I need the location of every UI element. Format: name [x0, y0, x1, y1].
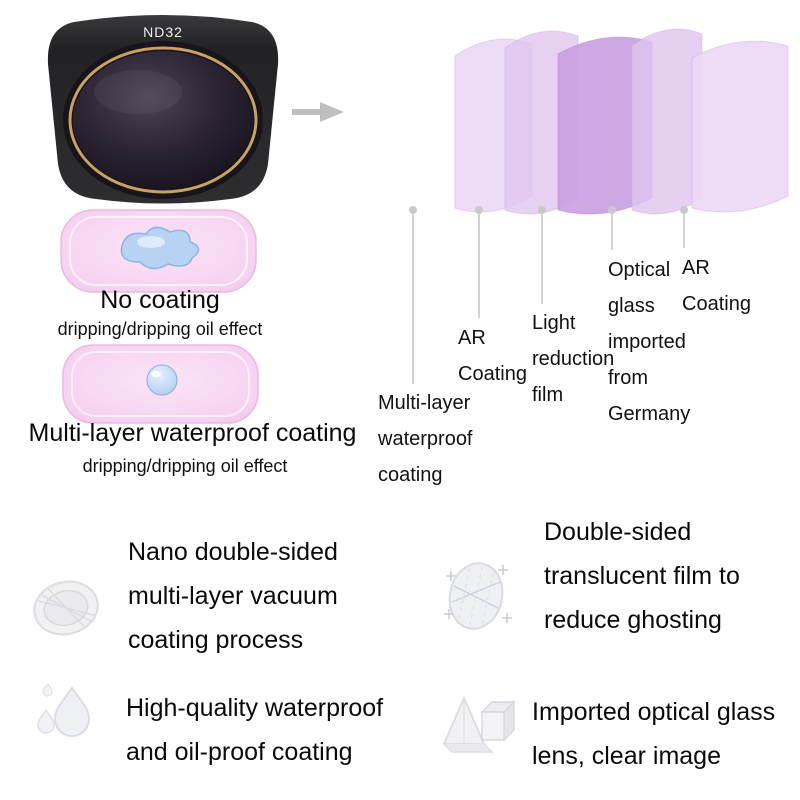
nd-filter-photo: ND32	[47, 15, 279, 204]
leader-dot	[475, 206, 483, 214]
leader-line	[409, 206, 417, 384]
gold-ring	[68, 46, 258, 194]
coating-subtitle-coated: dripping/dripping oil effect	[82, 456, 288, 476]
leader-line	[680, 206, 688, 248]
water-droplet	[146, 364, 178, 396]
layer-label-waterproof-coating: Multi-layer waterproof coating	[378, 392, 473, 486]
coating-subtitle-uncoated: dripping/dripping oil effect	[57, 319, 263, 339]
leader-dot	[409, 206, 417, 214]
layer-sheet-ar-rear	[691, 40, 789, 213]
nd-filter-label: ND32	[143, 24, 183, 40]
coating-title-uncoated: No coating	[100, 286, 220, 314]
leader-line	[475, 206, 483, 318]
coating-pad-coated	[62, 344, 259, 424]
layer-label-ar-coating-rear: AR Coating	[682, 257, 751, 315]
waterproof-drops-icon	[37, 683, 91, 737]
water-splotch	[120, 226, 200, 270]
translucent-film-icon	[444, 562, 512, 630]
feature-text-translucent-film: Double-sided translucent film to reduce …	[544, 518, 740, 634]
leader-dot	[680, 206, 688, 214]
vacuum-coating-disc-icon	[33, 580, 99, 636]
coating-title-coated: Multi-layer waterproof coating	[28, 419, 357, 447]
coating-pad-uncoated	[60, 209, 257, 293]
layer-label-light-reduction-film: Light reduction film	[532, 312, 615, 406]
optical-glass-prism-icon	[442, 695, 516, 753]
feature-text-vacuum-coating: Nano double-sided multi-layer vacuum coa…	[128, 538, 338, 654]
leader-dot	[608, 206, 616, 214]
layer-label-optical-glass: Optical glass imported from Germany	[608, 259, 691, 425]
leader-dot	[538, 206, 546, 214]
feature-text-waterproof-coating: High-quality waterproof and oil-proof co…	[126, 694, 384, 766]
lens-highlight	[94, 70, 182, 114]
layer-label-ar-coating-front: AR Coating	[458, 327, 527, 385]
leader-line	[608, 206, 616, 250]
exploded-layers	[454, 28, 789, 215]
feature-text-optical-glass: Imported optical glass lens, clear image	[532, 698, 776, 770]
lens-glass	[73, 51, 253, 189]
arrow-right-icon	[292, 102, 344, 122]
leader-line	[538, 206, 546, 304]
